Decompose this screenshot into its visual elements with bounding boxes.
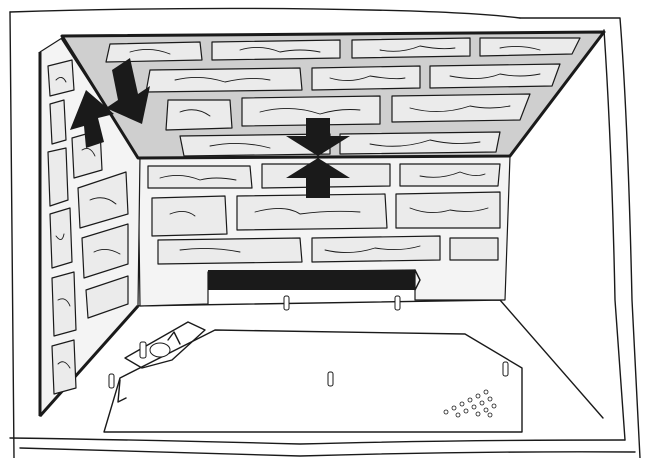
air-hole-pattern	[444, 390, 496, 417]
mounting-pegs	[109, 296, 508, 388]
floor-post	[140, 342, 146, 358]
ash-plug-ring	[150, 343, 170, 357]
air-slot	[208, 270, 415, 290]
